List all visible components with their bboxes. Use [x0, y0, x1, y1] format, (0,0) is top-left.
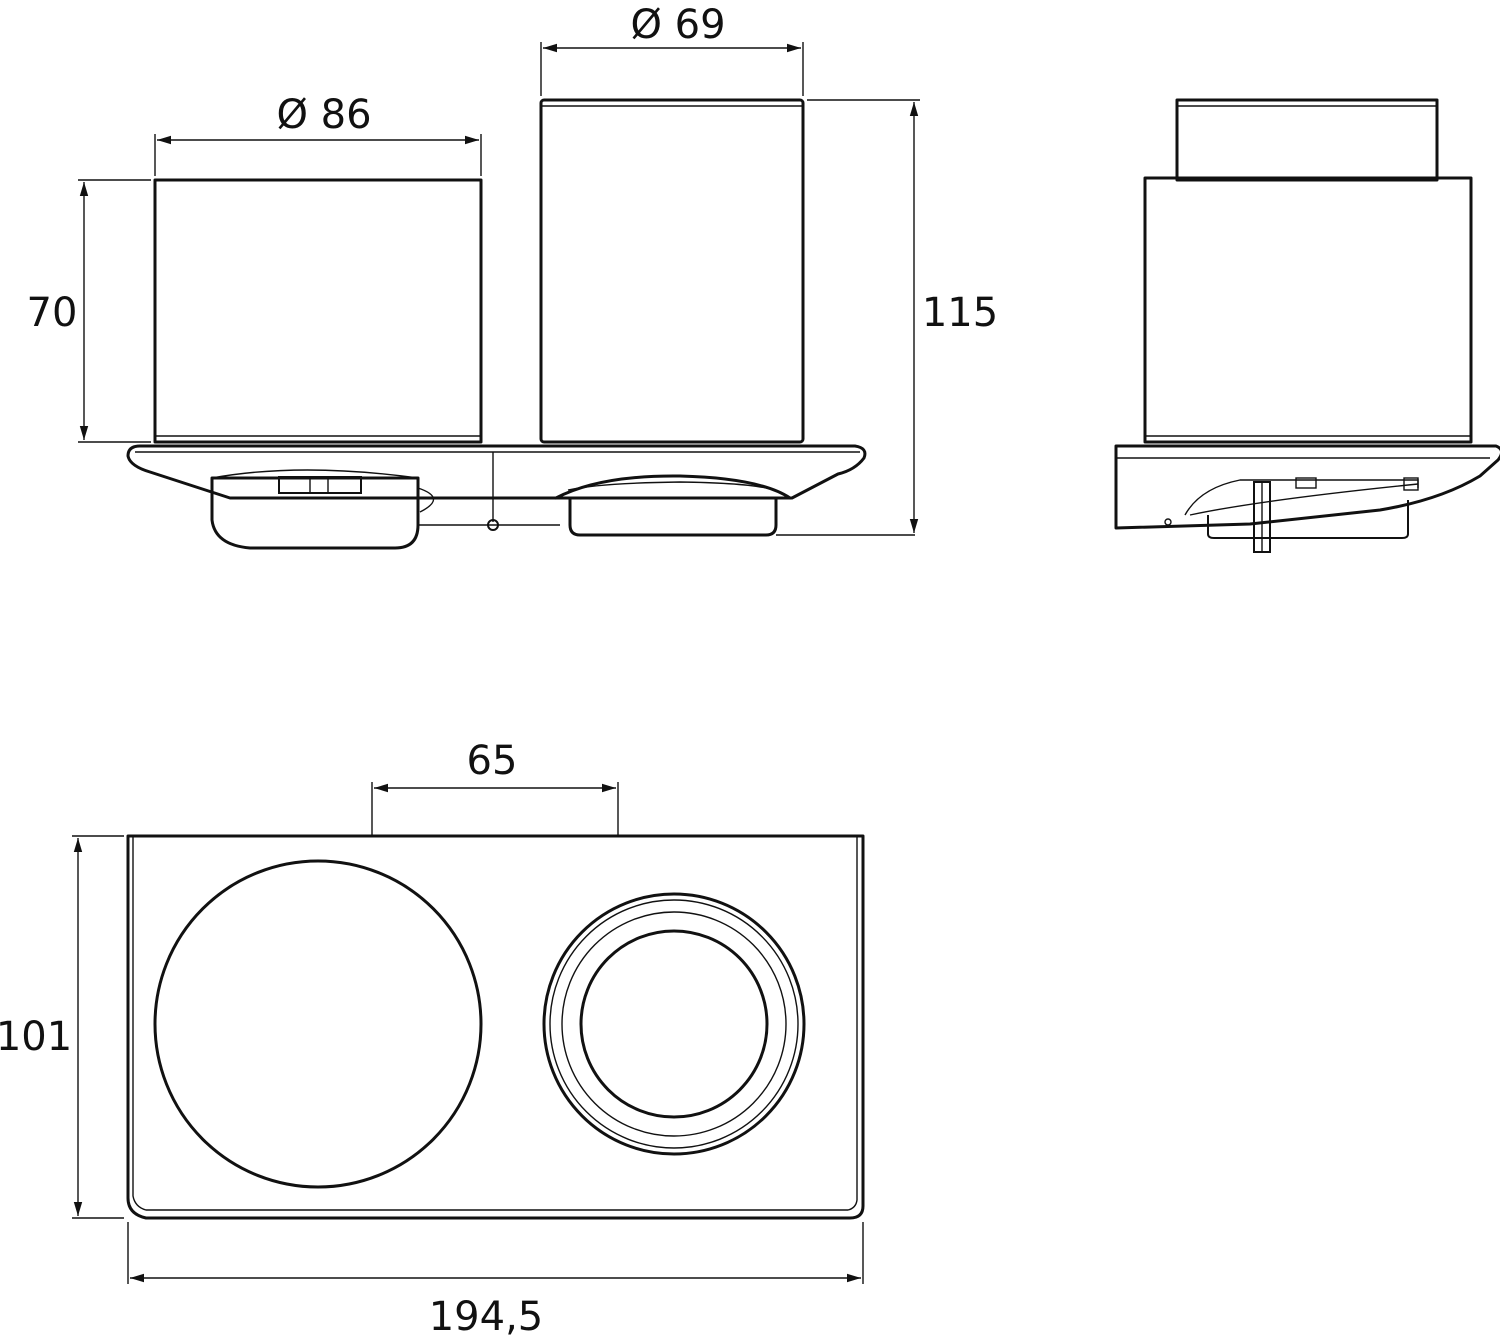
- dim-depth: 101: [0, 835, 124, 1219]
- top-view: 65 101 194,5: [0, 738, 865, 1340]
- left-cup: [153, 178, 483, 444]
- left-cup-outline: [153, 859, 483, 1189]
- dim-total-height-label: 115: [922, 290, 998, 336]
- dim-right-diameter-label: Ø 69: [630, 2, 725, 48]
- dim-width-label: 194,5: [429, 1294, 544, 1340]
- front-view: Ø 86 Ø 69 70 115: [27, 2, 998, 550]
- dim-width: 194,5: [127, 1222, 864, 1340]
- right-holder: [554, 474, 915, 537]
- dim-left-height-label: 70: [27, 290, 78, 336]
- dim-total-height: 115: [807, 99, 998, 533]
- dim-depth-label: 101: [0, 1014, 72, 1060]
- dim-right-diameter: Ø 69: [540, 2, 804, 96]
- base-plate: [126, 444, 867, 531]
- side-view: [1114, 98, 1500, 553]
- dim-left-diameter-label: Ø 86: [276, 92, 371, 138]
- dim-left-diameter: Ø 86: [154, 92, 482, 176]
- right-cup-outline: [542, 892, 806, 1156]
- dim-center-distance-label: 65: [467, 738, 518, 784]
- dim-left-height: 70: [27, 179, 151, 443]
- left-holder: [210, 469, 560, 550]
- dim-center-distance: 65: [371, 738, 619, 836]
- right-cup: [539, 98, 805, 444]
